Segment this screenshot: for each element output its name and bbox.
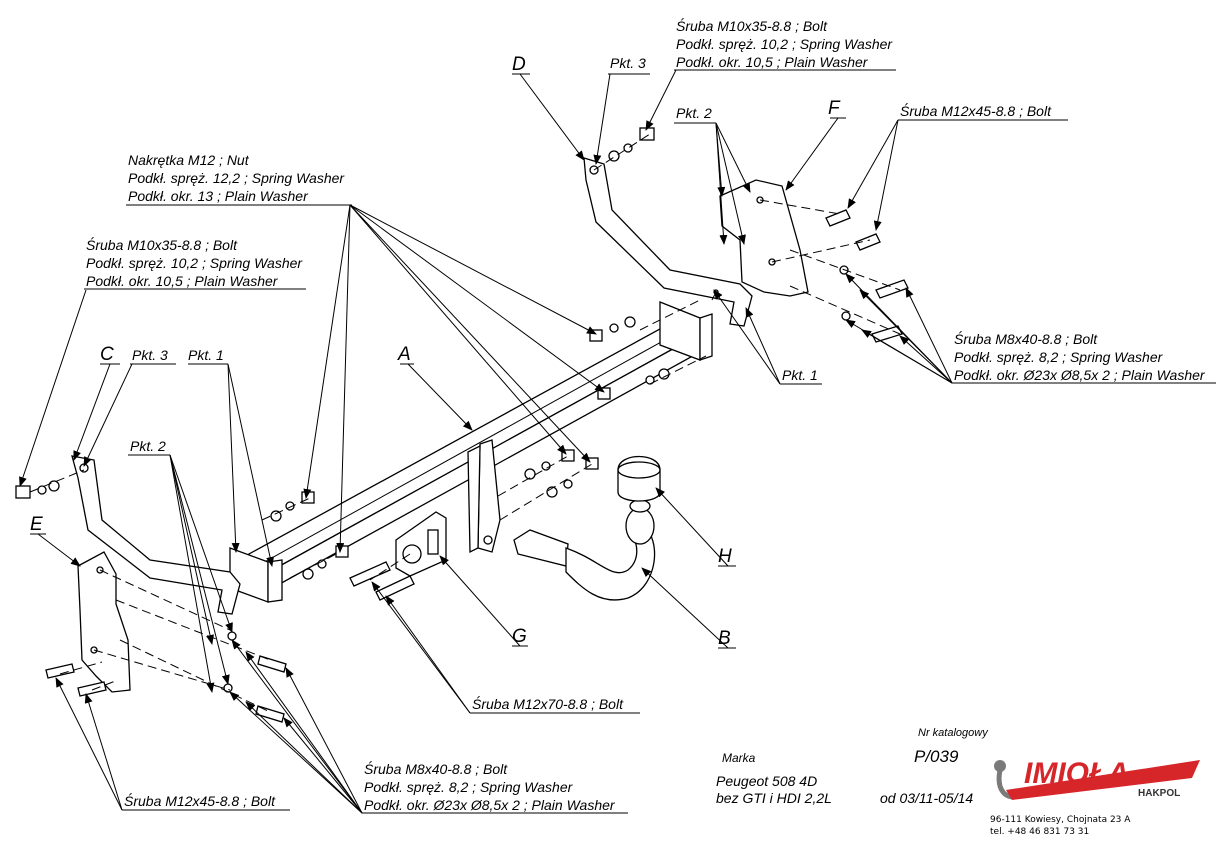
label-f: F	[828, 98, 841, 119]
title-block: Nr katalogowy P/039 Marka Peugeot 508 4D…	[716, 727, 989, 806]
label-c: C	[100, 344, 114, 365]
imiola-logo: IMIOŁA HAKPOL 96-111 Kowiesy, Chojnata 2…	[990, 757, 1200, 837]
label-pkt3-top: Pkt. 3	[610, 55, 646, 71]
note-m10-top-1: Śruba M10x35-8.8 ; Bolt	[676, 17, 828, 34]
label-g: G	[512, 626, 527, 647]
label-b: B	[718, 628, 731, 649]
make-label: Marka	[722, 751, 756, 765]
note-m10-left-2: Podkł. spręż. 10,2 ; Spring Washer	[86, 255, 303, 271]
model-line-1: Peugeot 508 4D	[716, 773, 817, 789]
note-m8-right-2: Podkł. spręż. 8,2 ; Spring Washer	[954, 349, 1164, 365]
phone: tel. +48 46 831 73 31	[990, 827, 1089, 837]
label-d: D	[512, 54, 526, 75]
note-m10-left-3: Podkł. okr. 10,5 ; Plain Washer	[86, 273, 279, 289]
callout-lines	[19, 69, 1216, 814]
label-pkt1-left: Pkt. 1	[188, 347, 224, 363]
ball-cap-h	[617, 456, 661, 502]
date-range: od 03/11-05/14	[880, 790, 973, 806]
note-nut-2: Podkł. spręż. 12,2 ; Spring Washer	[128, 170, 345, 186]
plate-e	[77, 551, 131, 693]
logo-swoosh	[1006, 760, 1200, 800]
note-nut-1: Nakrętka M12 ; Nut	[128, 152, 250, 168]
plate-f	[719, 179, 809, 297]
hook-ball-icon	[994, 760, 1006, 772]
model-line-2: bez GTI i HDI 2,2L	[716, 790, 832, 806]
note-m12x45-left: Śruba M12x45-8.8 ; Bolt	[124, 792, 276, 809]
logo-sub: HAKPOL	[1138, 788, 1180, 799]
note-m8-right-1: Śruba M8x40-8.8 ; Bolt	[954, 330, 1098, 347]
note-m12x70: Śruba M12x70-8.8 ; Bolt	[472, 695, 624, 712]
note-m10-top-3: Podkł. okr. 10,5 ; Plain Washer	[676, 54, 869, 70]
label-e: E	[30, 514, 43, 535]
note-m8-bottom-2: Podkł. spręż. 8,2 ; Spring Washer	[364, 779, 574, 795]
socket-plate-g	[395, 511, 447, 577]
note-m8-bottom-1: Śruba M8x40-8.8 ; Bolt	[364, 760, 508, 777]
catalog-number: P/039	[914, 747, 959, 766]
logo-brand: IMIOŁA	[1024, 757, 1129, 790]
label-pkt2-top: Pkt. 2	[676, 105, 712, 121]
note-nut-3: Podkł. okr. 13 ; Plain Washer	[128, 188, 309, 204]
label-h: H	[718, 546, 732, 567]
address: 96-111 Kowiesy, Chojnata 23 A	[990, 815, 1131, 825]
label-pkt1-right: Pkt. 1	[782, 367, 818, 383]
note-m8-bottom-3: Podkł. okr. Ø23x Ø8,5x 2 ; Plain Washer	[364, 797, 616, 813]
ball-neck-b	[513, 499, 656, 601]
labels: D F C A E H G B Pkt. 3 Pkt. 2 Pkt. 3 Pkt…	[30, 17, 1206, 813]
note-m8-right-3: Podkł. okr. Ø23x Ø8,5x 2 ; Plain Washer	[954, 367, 1206, 383]
label-a: A	[397, 344, 411, 365]
note-m10-left-1: Śruba M10x35-8.8 ; Bolt	[86, 236, 238, 253]
side-bracket-d	[583, 157, 753, 327]
note-m10-top-2: Podkł. spręż. 10,2 ; Spring Washer	[676, 36, 893, 52]
catalog-label: Nr katalogowy	[918, 727, 989, 739]
label-pkt2-left: Pkt. 2	[130, 438, 166, 454]
label-pkt3-left: Pkt. 3	[132, 347, 168, 363]
crossbar-a	[229, 301, 713, 603]
note-m12x45-right: Śruba M12x45-8.8 ; Bolt	[900, 102, 1052, 119]
